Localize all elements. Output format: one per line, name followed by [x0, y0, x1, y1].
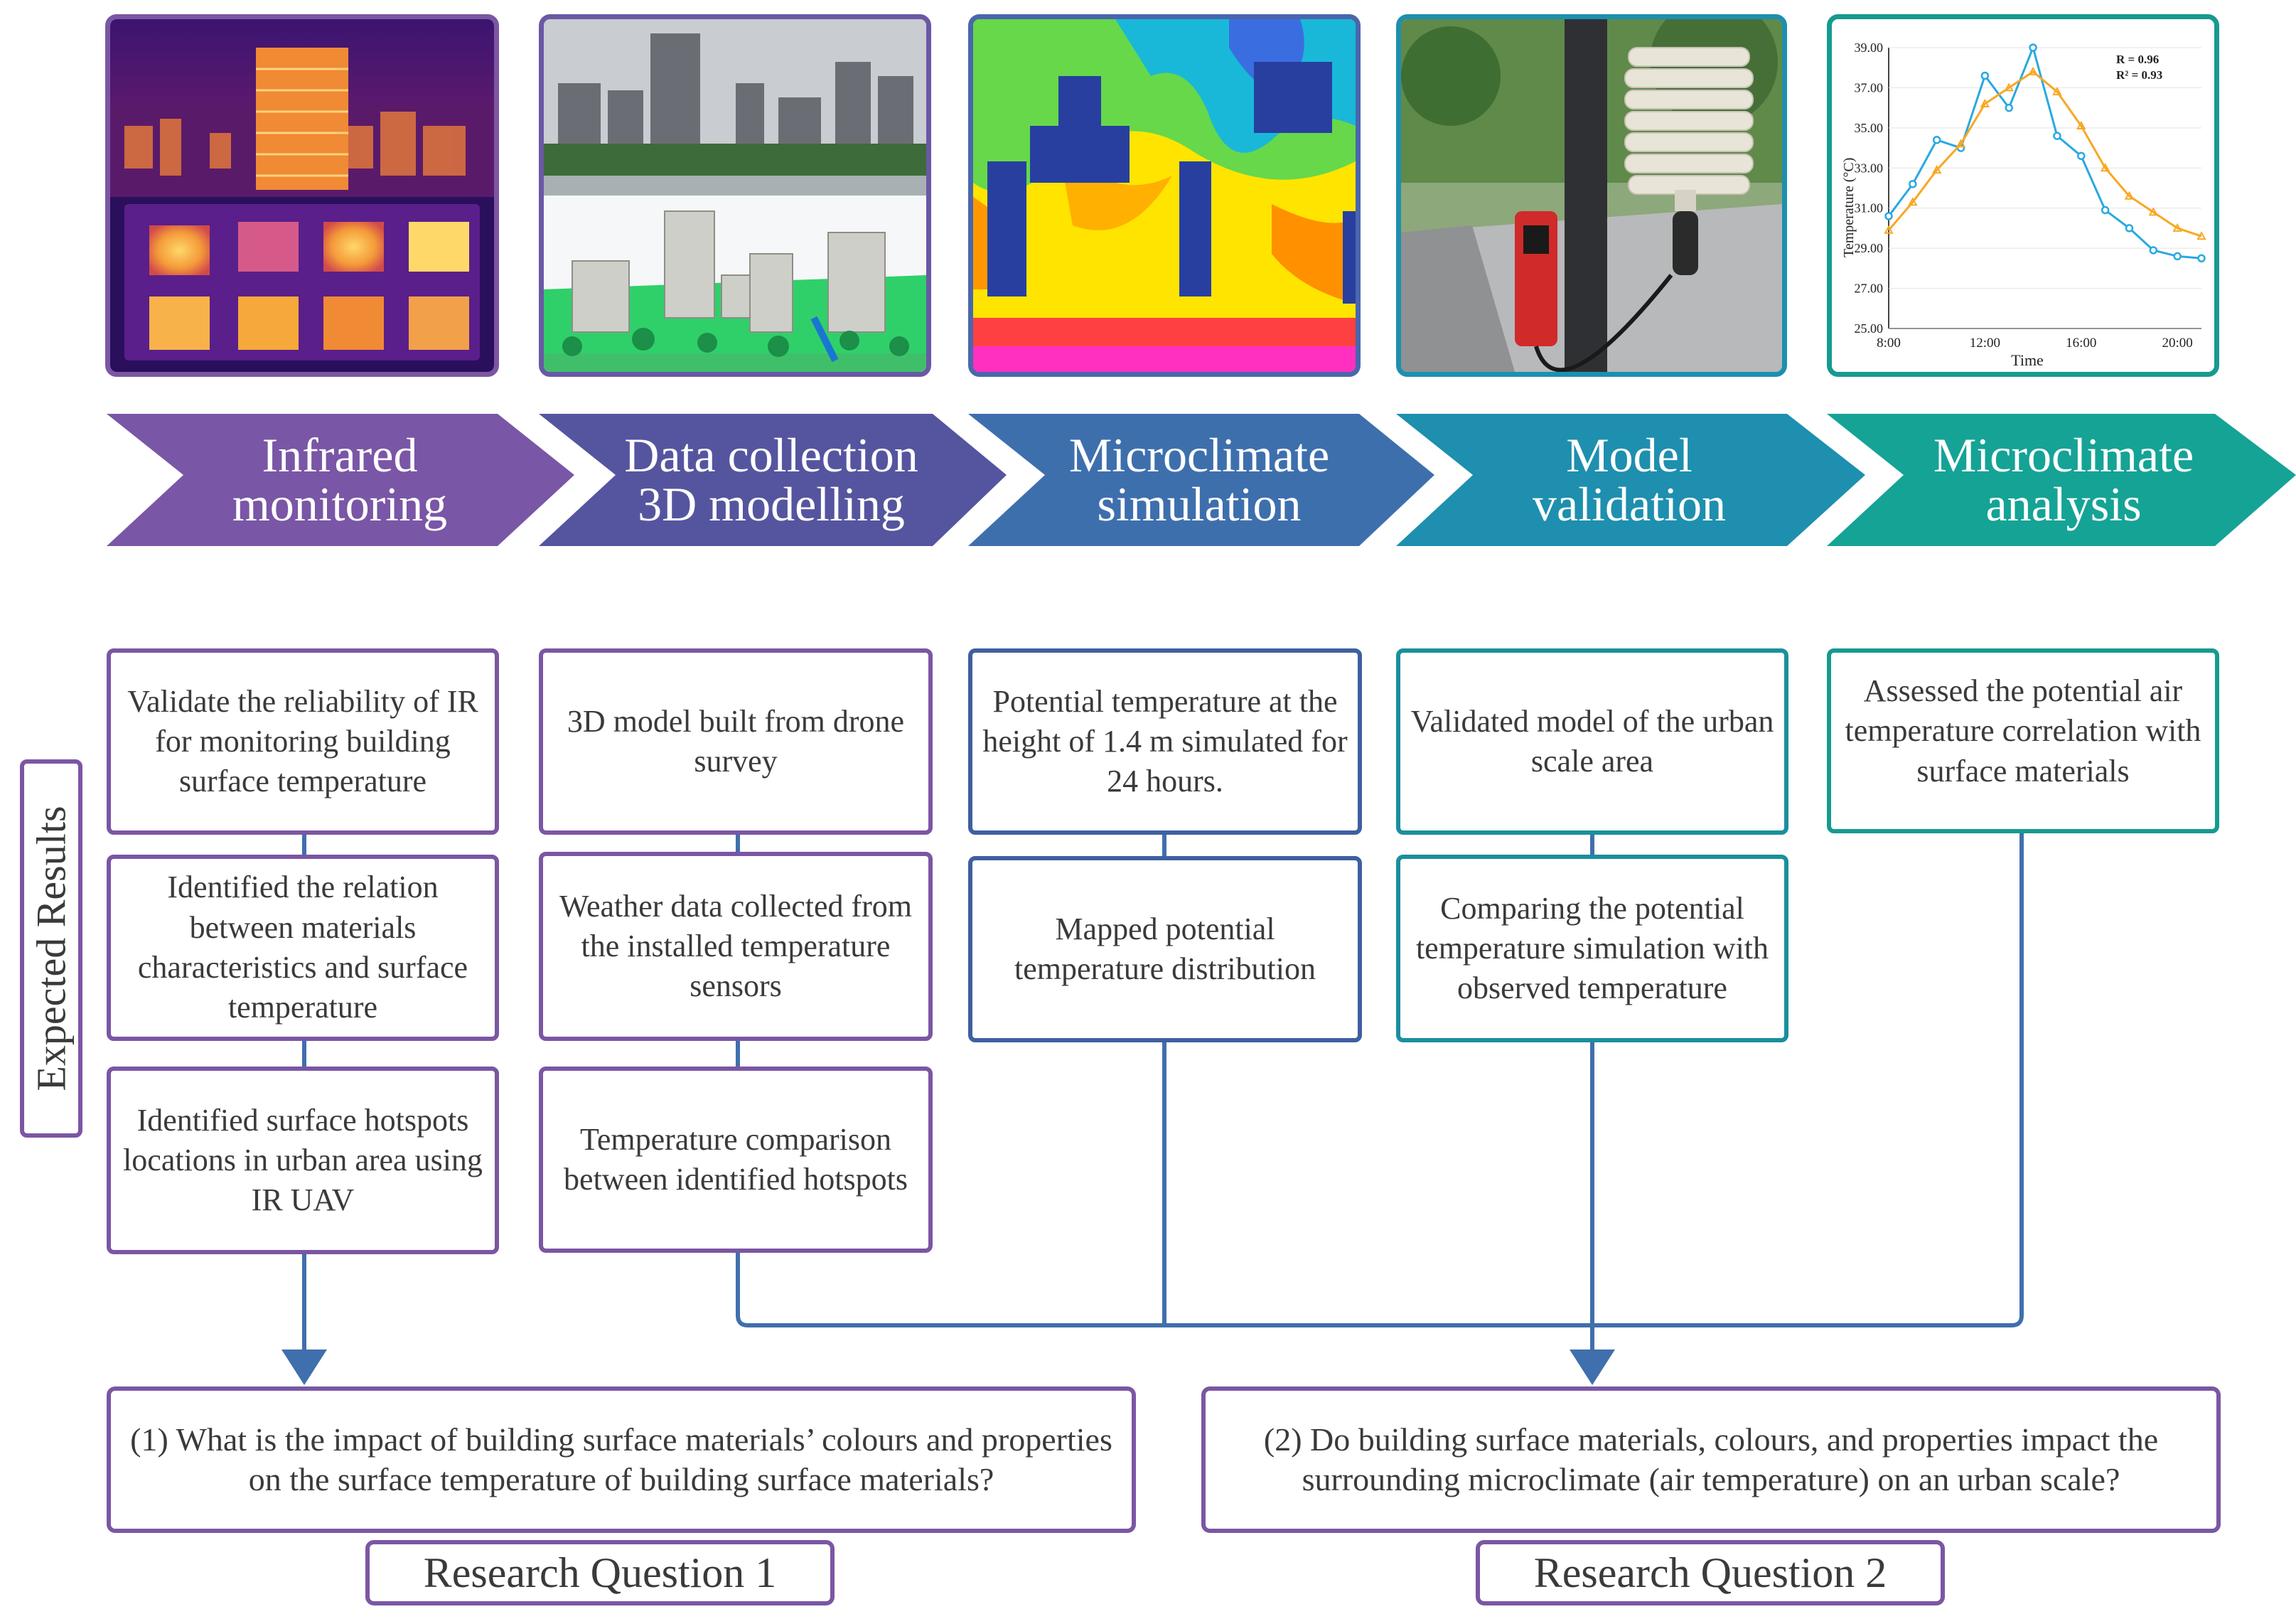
result-box-3-1: Potential temperature at the height of 1… [968, 648, 1362, 835]
research-question-1-label: Research Question 1 [365, 1540, 835, 1605]
result-box-1-3: Identified surface hotspots locations in… [107, 1067, 499, 1254]
y-tick-label: 25.00 [1855, 321, 1884, 336]
y-tick-label: 39.00 [1855, 41, 1884, 55]
series-point [1932, 136, 1941, 144]
3d-model-thumbnail [539, 14, 931, 377]
series-point [2053, 132, 2061, 140]
series-point [2005, 103, 2013, 112]
validation-line-chart: 25.00 27.00 29.00 31.00 33.00 35.00 37.00 39.00… [1832, 19, 2214, 372]
x-tick-label: 8:00 [1877, 336, 1901, 351]
result-box-3-2: Mapped potential temperature distributio… [968, 856, 1362, 1042]
series-point [1980, 98, 1990, 107]
arrow-to-q2 [1570, 1350, 1615, 1385]
y-tick-label: 33.00 [1855, 161, 1884, 175]
series-point [2124, 191, 2135, 200]
infrared-image [110, 19, 494, 372]
y-axis-label: Temperature (°C) [1841, 158, 1857, 257]
series-point [2101, 205, 2110, 215]
y-tick-label: 29.00 [1855, 241, 1884, 255]
series-line-2 [1887, 70, 2202, 237]
result-box-1-2: Identified the relation between material… [107, 855, 499, 1041]
stage-arrow-2 [539, 414, 1007, 546]
stage-arrow-4 [1396, 414, 1865, 546]
series-point [2076, 120, 2086, 130]
series-point [1956, 139, 1966, 148]
r2-annotation: R² = 0.93 [2116, 68, 2162, 82]
y-tick-label: 27.00 [1855, 282, 1884, 296]
series-line-1 [1887, 44, 2202, 260]
sensor-thumbnail [1396, 14, 1787, 377]
result-box-1-1: Validate the reliability of IR for monit… [107, 648, 499, 835]
series-point [2197, 254, 2206, 262]
infrared-thumbnail [105, 14, 499, 377]
stage-arrow-5 [1827, 414, 2296, 546]
x-axis-label: Time [2011, 351, 2044, 369]
y-tick-label: 37.00 [1855, 80, 1884, 95]
series-point [2077, 151, 2086, 161]
result-box-2-1: 3D model built from drone survey [539, 648, 933, 835]
y-tick-label: 31.00 [1855, 201, 1884, 215]
research-question-2-label: Research Question 2 [1476, 1540, 1945, 1605]
stage-arrow-3 [968, 414, 1434, 546]
expected-results-label: Expected Results [20, 759, 82, 1138]
series-point [1980, 71, 1990, 80]
series-point [2004, 82, 2014, 92]
series-point [2029, 43, 2037, 52]
result-box-4-1: Validated model of the urban scale area [1396, 648, 1788, 835]
stage-arrows-layer [107, 414, 2296, 546]
temperature-simulation-map [973, 19, 1356, 372]
x-tick-label: 16:00 [2066, 336, 2096, 351]
series-point [2173, 252, 2182, 261]
series-point [2149, 246, 2158, 255]
research-question-1-box: (1) What is the impact of building surfa… [107, 1386, 1136, 1533]
series-point [2028, 66, 2038, 75]
validation-chart-thumbnail: 25.00 27.00 29.00 31.00 33.00 35.00 37.00 39.00… [1827, 14, 2219, 377]
simulation-thumbnail [968, 14, 1361, 377]
y-tick-label: 35.00 [1855, 121, 1884, 135]
result-box-2-3: Temperature comparison between identifie… [539, 1067, 933, 1253]
r-annotation: R = 0.96 [2116, 53, 2159, 66]
series-point [1884, 212, 1893, 220]
series-point [2148, 207, 2159, 216]
series-point [2052, 87, 2062, 96]
result-box-4-2: Comparing the potential temperature simu… [1396, 855, 1788, 1042]
series-point [2125, 224, 2134, 233]
series-point [2100, 163, 2110, 172]
series-point [2196, 231, 2206, 240]
result-box-5-1: Assessed the potential air temperature c… [1827, 648, 2219, 833]
series-point [1931, 165, 1942, 174]
x-tick-label: 12:00 [1970, 336, 2000, 351]
result-box-2-2: Weather data collected from the installe… [539, 852, 933, 1041]
research-question-2-box: (2) Do building surface materials, colou… [1201, 1386, 2221, 1533]
series-point [1909, 180, 1917, 188]
series-point [2172, 223, 2182, 232]
arrow-to-q1 [281, 1350, 327, 1385]
x-tick-label: 20:00 [2162, 336, 2193, 351]
drone-photo-and-3d-model [544, 19, 926, 372]
series-point [1908, 197, 1918, 206]
stage-arrow-1 [107, 414, 574, 546]
series-point [1884, 225, 1894, 234]
weather-sensor-photo [1401, 19, 1782, 372]
